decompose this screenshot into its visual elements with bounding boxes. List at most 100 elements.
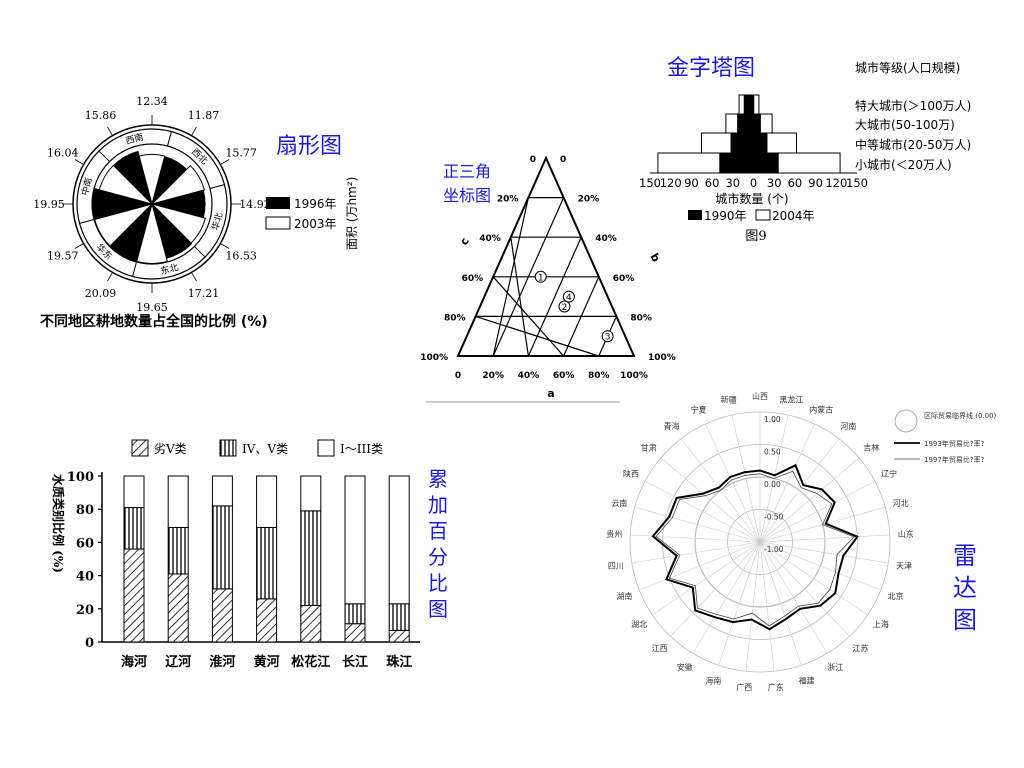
radar-category-label: 山西 [752,391,768,401]
stacked-bar-segment [300,475,322,512]
fan-value-label: 19.65 [136,301,168,314]
fan-leader-line [191,272,197,282]
ternary-point-label: 3 [605,333,611,343]
ternary-right-tick: 40% [595,234,617,244]
ternary-point-marker [601,330,614,343]
radar-chart-title: 雷 达 图 [953,540,983,636]
radar-spoke [759,534,890,543]
pyramid-tick-label: 90 [684,176,699,190]
radar-category-label: 黑龙江 [779,394,803,404]
ternary-bottom-tick: 20% [482,371,504,381]
pyramid-category-label: 中等城市(20-50万人) [855,137,971,152]
stacked-title-char: 图 [428,597,448,621]
radar-category-label: 北京 [888,591,904,601]
radar-spoke [759,541,850,637]
pyramid-category-label: 小城市(＜20万人) [855,157,952,172]
radar-category-label: 甘肃 [641,442,657,452]
stacked-title-char: 累 [428,467,448,491]
fan-value-label: 16.53 [225,250,257,263]
fan-chart-title: 扇形图 [276,134,343,159]
pyramid-bar-1990 [730,133,768,153]
stacked-category-label: 辽河 [165,654,191,670]
ternary-left-tick: 60% [462,274,484,284]
fan-value-label: 19.57 [47,250,79,263]
pyramid-legend-swatch-1990 [688,210,702,220]
stacked-y-tick-label: 20 [76,603,94,618]
radar-spoke [759,541,775,672]
stacked-y-tick-label: 100 [67,470,94,485]
fan-ring-divider [194,246,206,258]
ternary-left-tick: 0 [530,155,536,165]
stacked-y-tick-label: 60 [76,536,94,551]
ternary-point-marker [562,290,575,303]
pyramid-legend-swatch-2004 [755,209,771,221]
radar-title-char: 图 [953,606,977,634]
stacked-category-label: 珠江 [386,654,412,670]
radar-legend-label: 1993年贸易比?率? [924,439,985,448]
ternary-axis-a: a [547,387,554,400]
radar-category-label: 福建 [799,675,815,685]
stacked-bar-segment [123,475,145,509]
radar-spoke [645,480,761,543]
ternary-point-label: 1 [538,273,544,283]
pyramid-legend-title: 城市等级(人口规模) [855,60,960,75]
stacked-category-label: 长江 [342,654,368,670]
pyramid-tick-label: 0 [750,176,757,190]
radar-category-label: 四川 [608,562,624,571]
ternary-point-marker [534,270,547,283]
radar-spoke [759,541,802,666]
radar-spoke [692,541,761,654]
fan-value-label: 17.21 [188,287,220,300]
pyramid-caption: 图9 [745,229,766,244]
radar-ring-label: 1.00 [764,415,781,424]
radar-spoke [718,541,761,666]
radar-spoke [759,541,881,591]
fan-leader-line [107,126,113,136]
radar-spoke [759,541,889,564]
pyramid-bar-1990 [743,95,755,114]
stacked-legend-label: I～III类 [340,442,383,456]
ternary-right-tick: 100% [648,353,676,363]
pyramid-tick-label: 60 [788,176,803,190]
radar-series-line [655,470,855,627]
radar-category-label: 浙江 [827,662,843,672]
ternary-right-tick: 60% [613,274,635,284]
stacked-title-char: 加 [428,493,448,517]
ternary-left-tick: 40% [479,234,501,244]
ternary-left-tick: 20% [497,195,519,205]
radar-category-label: 河南 [840,421,856,431]
radar-category-label: 安徽 [677,662,693,672]
radar-ring-label: -1.00 [764,545,784,554]
radar-ring-label: -0.50 [764,513,784,522]
fan-value-label: 15.86 [85,109,117,122]
radar-spoke [759,541,868,616]
stacked-title-char: 百 [428,519,448,543]
stacked-y-tick-label: 40 [76,570,94,585]
fan-ring-circle [76,128,228,280]
pyramid-tick-label: 120 [660,176,682,190]
radar-category-label: 天津 [896,561,912,571]
stacked-category-label: 淮河 [208,654,235,670]
pyramid-category-label: 大城市(50-100万) [855,117,955,132]
radar-category-label: 青海 [664,421,680,431]
fan-value-label: 19.95 [33,198,65,211]
radar-spoke [639,541,761,591]
radar-legend-circle [894,409,918,433]
stacked-y-tick-label: 0 [85,636,94,651]
fan-value-label: 12.34 [136,95,168,108]
pyramid-chart-title: 金字塔图 [667,56,756,81]
fan-leader-line [107,272,113,282]
fan-legend-label: 1996年 [294,197,337,211]
pyramid-tick-label: 30 [767,176,782,190]
pyramid-tick-label: 90 [808,176,823,190]
radar-title-char: 雷 [953,542,977,570]
ternary-bottom-tick: 100% [620,371,648,381]
radar-legend-label: 1997年贸易比?率? [924,455,985,464]
fan-ring-divider [79,219,95,224]
stacked-y-tick-label: 80 [76,503,94,518]
fan-area-label: 面积 (万hm²) [345,177,359,250]
pyramid-tick-label: 120 [825,176,847,190]
